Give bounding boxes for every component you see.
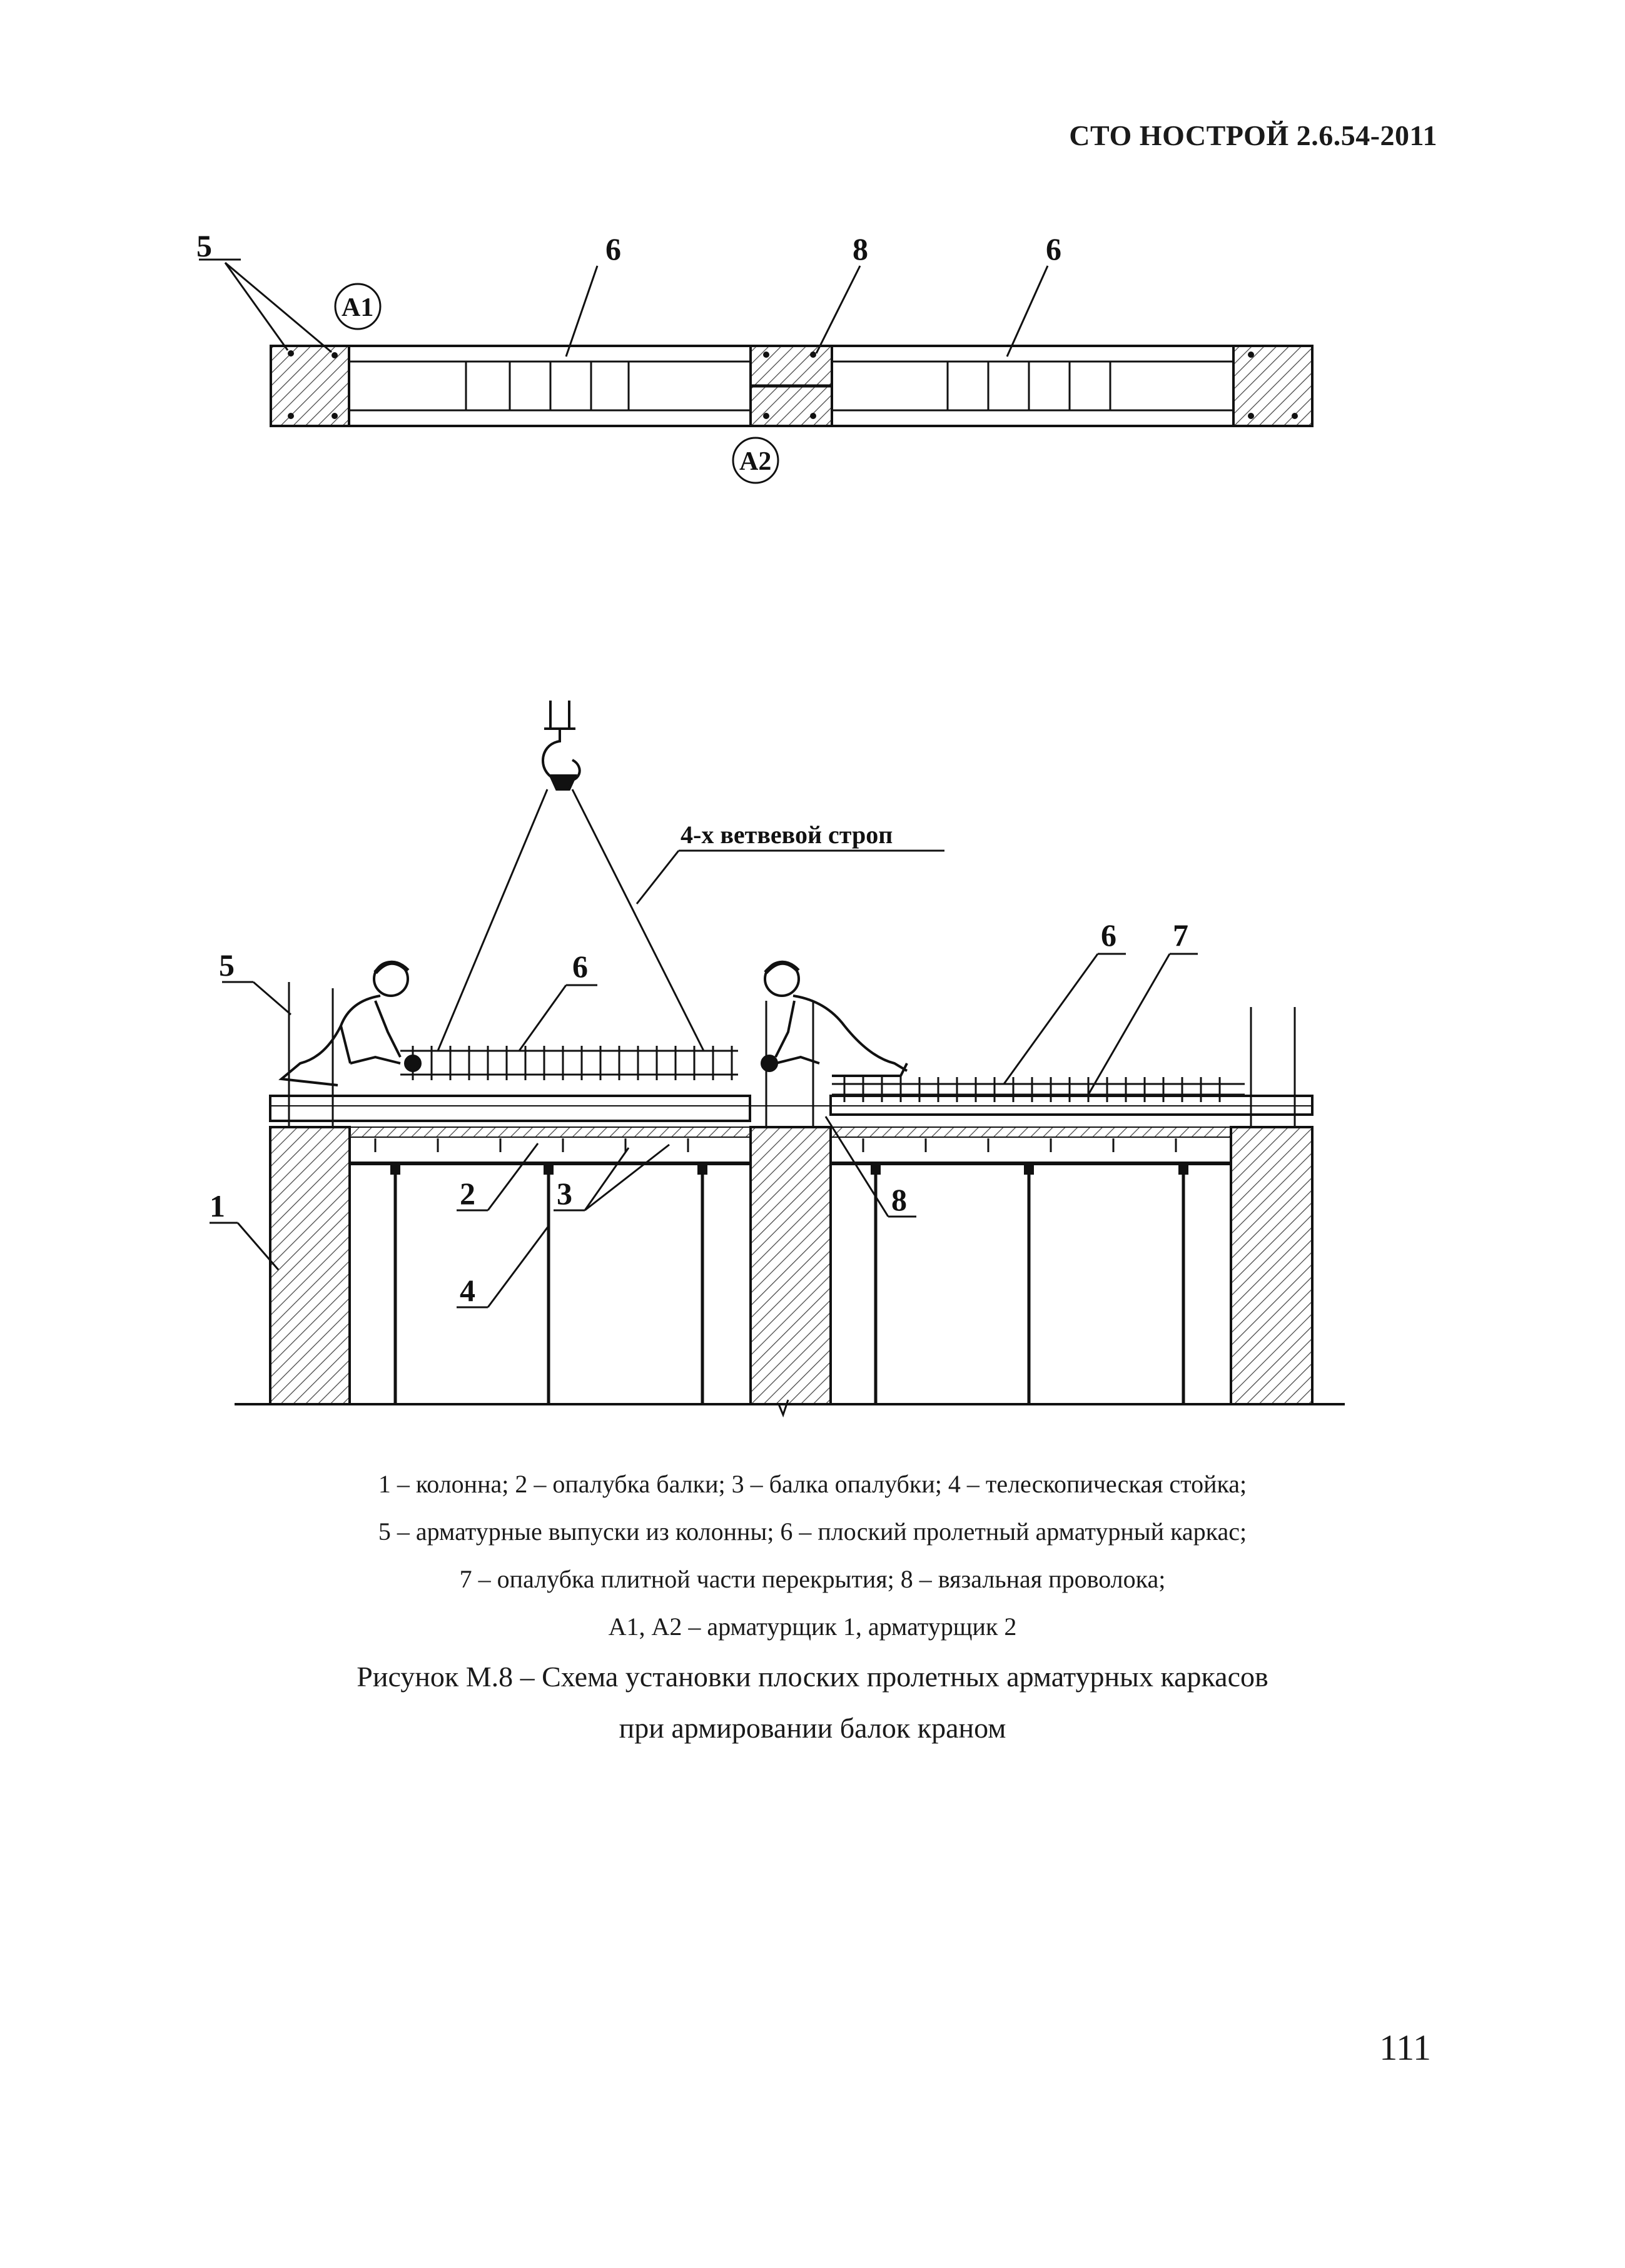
section-callout-2: 2 <box>460 1176 475 1211</box>
section-callout-4: 4 <box>460 1273 475 1308</box>
figure-caption: Рисунок М.8 – Схема установки плоских пр… <box>0 1651 1625 1754</box>
caption-line-2: при армировании балок краном <box>619 1712 1006 1744</box>
section-column-left <box>269 1126 351 1405</box>
plan-callout-8: 8 <box>853 231 868 266</box>
plan-callout-6-left: 6 <box>605 231 621 266</box>
section-callout-6-right: 6 <box>1101 918 1116 953</box>
page-number: 111 <box>1379 2027 1431 2068</box>
section-view <box>210 701 1345 1418</box>
legend-line-1: 1 – колонна; 2 – опалубка балки; 3 – бал… <box>378 1470 1247 1498</box>
section-callout-3: 3 <box>557 1176 572 1211</box>
section-callout-5: 5 <box>219 948 235 983</box>
plan-worker-a1-label: А1 <box>342 293 373 322</box>
worker-a2-figure <box>761 960 908 1077</box>
sling-label: 4-х ветвевой строп <box>681 821 893 849</box>
caption-line-1: Рисунок М.8 – Схема установки плоских пр… <box>357 1661 1268 1693</box>
legend-line-2: 5 – арматурные выпуски из колонны; 6 – п… <box>378 1517 1247 1546</box>
figure-legend: 1 – колонна; 2 – опалубка балки; 3 – бал… <box>0 1461 1625 1651</box>
section-cage-right <box>832 1077 1245 1102</box>
plan-worker-a1-circle <box>334 283 382 330</box>
worker-a1-figure <box>278 960 422 1086</box>
crane-hook <box>542 701 581 791</box>
plan-view <box>199 258 1314 484</box>
legend-line-3: 7 – опалубка плитной части перекрытия; 8… <box>459 1565 1166 1593</box>
legend-line-4: А1, А2 – арматурщик 1, арматурщик 2 <box>608 1612 1017 1641</box>
section-callout-6-left: 6 <box>572 949 588 984</box>
section-column-right <box>1230 1126 1314 1405</box>
plan-column-left <box>270 345 350 427</box>
section-cage-left <box>400 1046 738 1080</box>
plan-callout-6-right: 6 <box>1046 231 1061 266</box>
section-callout-8: 8 <box>891 1182 907 1217</box>
reinforcement-installation-drawing: 5 6 8 6 А1 А2 <box>196 228 1345 1418</box>
plan-column-right <box>1232 345 1314 427</box>
document-code-header: СТО НОСТРОЙ 2.6.54-2011 <box>1069 119 1437 151</box>
section-callout-1: 1 <box>210 1188 225 1223</box>
section-column-middle <box>749 1126 832 1405</box>
plan-callout-5: 5 <box>196 228 212 263</box>
plan-worker-a2-label: А2 <box>739 447 771 476</box>
section-callout-7: 7 <box>1173 918 1188 953</box>
plan-worker-a2-circle <box>732 437 779 484</box>
